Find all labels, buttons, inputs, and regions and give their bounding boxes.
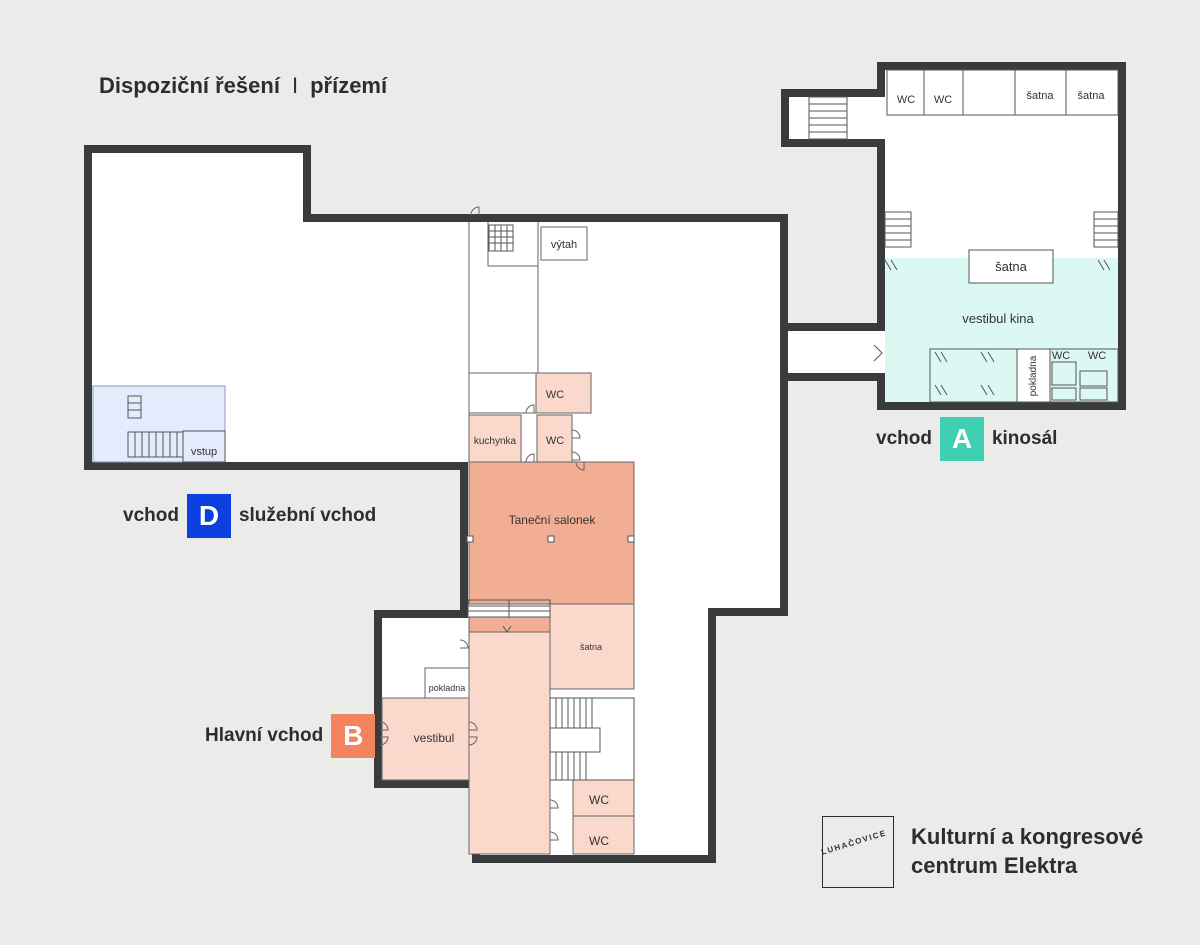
label-satna-top1: šatna [1027, 90, 1055, 102]
org-line1: Kulturní a kongresové [911, 824, 1144, 849]
entrance-a-suffix: kinosál [991, 428, 1058, 449]
label-vytah: výtah [551, 239, 577, 251]
label-wc-kino2: WC [1088, 350, 1106, 362]
entrance-b-prefix: Hlavní vchod [205, 725, 324, 746]
title-main: Dispoziční řešení [99, 73, 280, 98]
entrance-a-badge: A [939, 417, 984, 461]
tanecni-salonek-room [468, 461, 635, 605]
label-tanecni-salonek: Taneční salonek [509, 513, 597, 527]
label-vstup: vstup [191, 446, 217, 458]
wc-bot2-room [572, 815, 635, 855]
elevator-stairs [488, 224, 514, 252]
entrance-b-badge: B [331, 714, 376, 758]
room-labels: WC WC šatna šatna šatna vestibul kina WC… [191, 90, 1106, 848]
salonek-columns [466, 535, 635, 543]
wc-bot1-room [572, 779, 635, 817]
label-wc2: WC [934, 94, 952, 106]
main-hall-room [468, 631, 551, 855]
logo-frame [822, 816, 894, 888]
label-kuchynka: kuchynka [474, 436, 517, 447]
org-line2: centrum Elektra [911, 853, 1078, 878]
label-pokladna-kino: pokladna [1028, 355, 1039, 396]
entrance-d: vchod D služební vchod [123, 494, 376, 538]
cinema-door-swings [502, 259, 1111, 633]
label-wc-bot1: WC [589, 793, 609, 807]
satna-mid-room [549, 603, 635, 690]
organization-name: Kulturní a kongresové centrum Elektra [911, 822, 1143, 880]
pokladna-main-room [424, 667, 470, 699]
label-wc-bot2: WC [589, 834, 609, 848]
title-floor: přízemí [310, 73, 388, 98]
entrance-b: Hlavní vchod B [205, 714, 383, 758]
vstup-room [182, 430, 226, 463]
service-stairs [127, 395, 184, 458]
label-wc1: WC [897, 94, 915, 106]
label-vestibul-kina: vestibul kina [962, 311, 1034, 326]
label-satna-mid: šatna [580, 642, 602, 652]
lower-stairs [467, 599, 635, 781]
cinema-top-rooms [886, 69, 1119, 284]
vestibul-room [381, 697, 470, 781]
wc-mid-room [535, 372, 592, 414]
entrance-a-prefix: vchod [876, 428, 932, 449]
label-satna-top2: šatna [1078, 90, 1106, 102]
label-wc-mid: WC [546, 389, 564, 401]
cinema-lower-rooms [929, 348, 1119, 403]
entrance-d-badge: D [186, 494, 231, 538]
door-swings [379, 206, 585, 841]
label-pokladna-main: pokladna [429, 683, 466, 693]
entrance-a: vchod A kinosál [876, 417, 1057, 461]
title-separator: I [291, 73, 299, 98]
entrance-d-suffix: služební vchod [238, 505, 377, 526]
label-wc-kino1: WC [1052, 350, 1070, 362]
cinema-stairs [808, 96, 1119, 248]
label-vestibul: vestibul [414, 731, 455, 745]
label-wc-mid2: WC [546, 435, 564, 447]
lobby-strip [468, 616, 551, 633]
label-satna-kino: šatna [995, 259, 1028, 274]
kuchynka-room [468, 414, 522, 463]
entrance-d-prefix: vchod [123, 505, 179, 526]
